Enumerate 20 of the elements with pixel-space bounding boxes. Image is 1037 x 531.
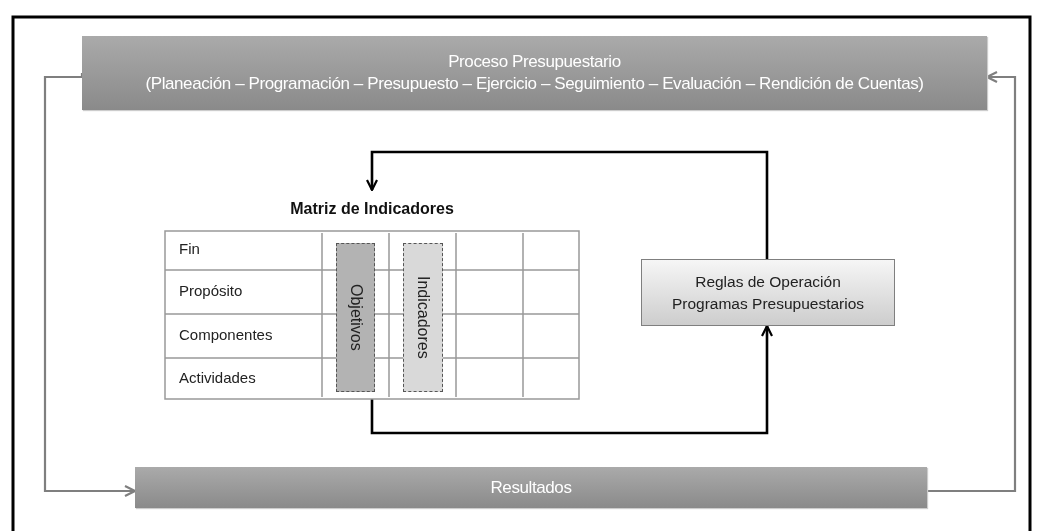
arrow <box>365 150 769 259</box>
row-label: Componentes <box>179 326 273 343</box>
process-box <box>641 259 895 326</box>
row-label: Propósito <box>179 282 243 299</box>
arrow <box>927 70 1017 493</box>
process-bar <box>135 467 927 508</box>
row-label: Fin <box>179 240 200 257</box>
box-label: Reglas de Operación Programas Presupuestarios <box>670 271 866 314</box>
column-label: Indicadores <box>414 276 432 359</box>
process-title: Proceso Presupuestario <box>448 51 621 73</box>
arrow <box>370 324 774 435</box>
column-box <box>403 243 443 392</box>
table-heading: Matriz de Indicadores <box>289 200 455 218</box>
process-stages: (Planeación – Programación – Presupuesto – Ejercicio – Seguimiento – Evaluación – Rendición de Cuentas) <box>145 73 924 95</box>
arrow <box>43 72 137 498</box>
column-label: Objetivos <box>346 284 365 351</box>
column-box <box>336 243 375 392</box>
process-bar <box>82 36 987 110</box>
process-title: Resultados <box>490 476 572 499</box>
row-label: Actividades <box>179 369 256 386</box>
